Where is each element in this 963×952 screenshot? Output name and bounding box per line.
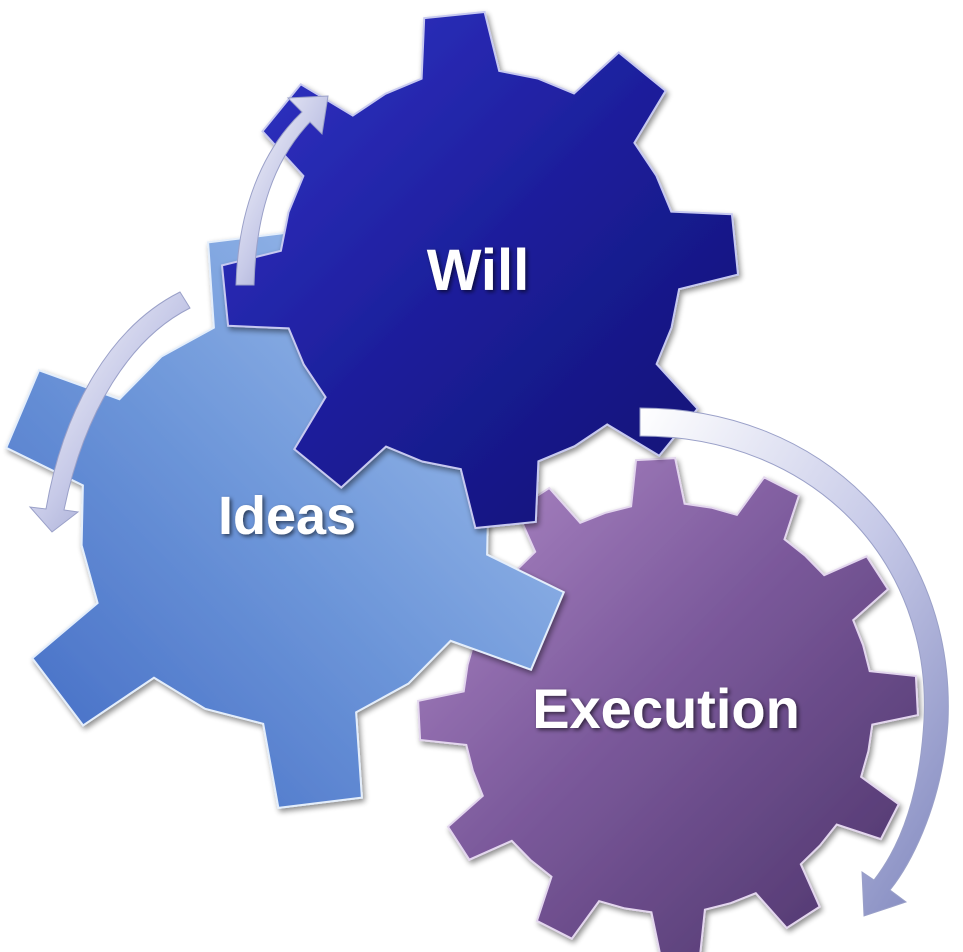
will-gear: Will [220,10,740,530]
will-label: Will [427,238,530,303]
arrows [28,95,949,917]
execution-label: Execution [532,677,800,740]
will-gear-shape [220,10,740,530]
execution-gear: Execution [417,457,919,952]
arrow-ideas-to-will [235,95,329,286]
ideas-label: Ideas [218,486,356,546]
arrow-ideas-cycle [28,291,191,533]
arrow-will-to-execution [639,407,949,917]
